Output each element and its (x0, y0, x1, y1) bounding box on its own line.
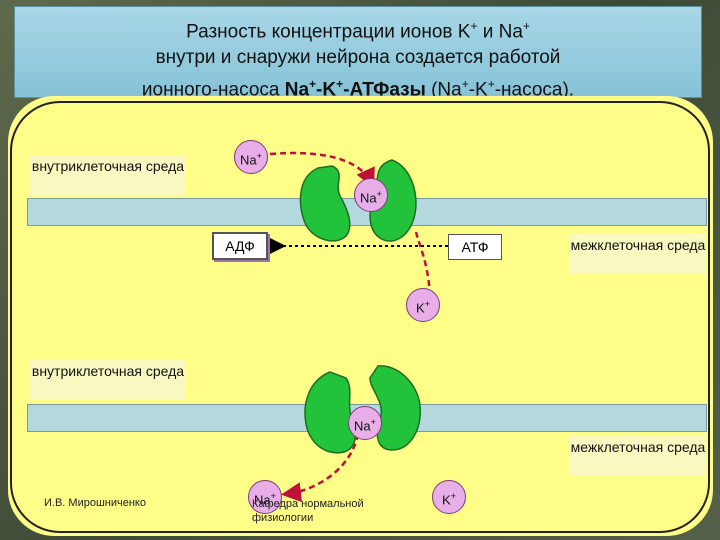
na-ion-bottom-out: Na+ (248, 480, 282, 514)
na-ion-top-left: Na+ (234, 140, 268, 174)
pump-bottom-right-subunit (369, 365, 421, 451)
diagram-frame (10, 101, 710, 533)
label-intracellular-bottom: внутриклеточная среда (30, 360, 186, 400)
label-extracellular-bottom: межклеточная среда (570, 436, 706, 476)
label-intracellular-top: внутриклеточная среда (30, 155, 186, 195)
adp-box: АДФ (212, 232, 268, 260)
na-ion-in-pump-bottom: Na+ (348, 406, 382, 440)
pump-top-left-subunit (299, 165, 351, 242)
title-line-3: ионного-насоса Na+-K+-АТФазы (Na+-K+-нас… (141, 77, 575, 101)
na-ion-in-pump-top: Na+ (354, 178, 388, 212)
footer-author: И.В. Мирошниченко (44, 497, 146, 509)
label-extracellular-top: межклеточная среда (570, 234, 706, 274)
atp-box: АТФ (448, 234, 502, 260)
footer-department: Кафедра нормальной физиологии (252, 498, 364, 524)
k-arrow-mid (414, 231, 432, 297)
title-line-1: Разность концентрации ионов K+ и Na+ (186, 19, 530, 43)
k-ion-bottom: K+ (432, 480, 466, 514)
na-arrow-bottom (281, 433, 360, 503)
na-arrow-top (269, 151, 375, 189)
title-box: Разность концентрации ионов K+ и Na+ вну… (14, 6, 702, 101)
k-ion-mid: K+ (406, 288, 440, 322)
title-line-2: внутри и снаружи нейрона создается работ… (155, 47, 561, 69)
pump-bottom-left-subunit (304, 371, 357, 454)
